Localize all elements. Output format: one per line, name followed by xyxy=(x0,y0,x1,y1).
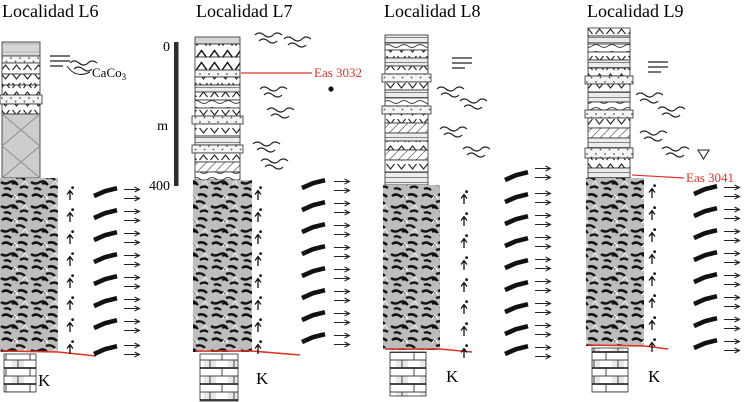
scale-top-label: 0 xyxy=(163,40,170,55)
planar-lamination-icon xyxy=(49,55,71,67)
scale-bar: 0 m 400 xyxy=(149,40,179,194)
upper-beds-l7 xyxy=(191,36,244,181)
column-l8: K xyxy=(381,34,552,397)
caco3-pointer xyxy=(66,65,91,75)
locality-title-l6: Localidad L6 xyxy=(2,1,98,21)
k-label-l9: K xyxy=(648,367,661,386)
scale-bottom-label: 400 xyxy=(149,179,170,194)
plant-fossil-symbols-l8 xyxy=(460,189,469,359)
contact-line-l8 xyxy=(385,348,473,353)
contact-line-l6 xyxy=(1,350,97,357)
paleocurrent-arrows-l8 xyxy=(534,165,552,360)
ripple-symbols-l9 xyxy=(635,61,710,161)
k-label-l8: K xyxy=(446,367,459,386)
wood-fragment-symbols-l8 xyxy=(505,172,528,354)
caco3-label: CaCo3 xyxy=(92,65,127,82)
sample-label-l7: Eas 3032 xyxy=(314,65,362,80)
paleocurrent-arrows-l6 xyxy=(123,186,141,358)
planar-lamination-icon xyxy=(647,61,669,73)
scale-unit-label: m xyxy=(157,119,168,134)
wood-fragment-symbols-l7 xyxy=(302,180,325,342)
contact-line-l7 xyxy=(195,350,301,356)
planar-lamination-icon xyxy=(451,57,473,69)
column-l6: K CaCo3 xyxy=(0,41,141,393)
covered-interval-cross xyxy=(1,113,41,179)
caco3-annotation: CaCo3 xyxy=(49,55,127,82)
wood-fragment-symbols-l9 xyxy=(694,186,717,348)
ripple-symbols-l8 xyxy=(436,57,491,158)
k-label-l7: K xyxy=(256,369,269,388)
sample-annotation-l9: Eas 3041 xyxy=(631,170,734,185)
paleocurrent-arrows-l9 xyxy=(723,184,741,354)
contact-line-l9 xyxy=(587,344,669,350)
column-l9: K Eas 3041 xyxy=(584,27,741,393)
limestone-l8 xyxy=(389,351,427,397)
k-label-l6: K xyxy=(38,371,51,390)
plant-fossil-symbols-l9 xyxy=(648,183,657,353)
sample-annotation-l7: Eas 3032 xyxy=(241,65,362,92)
ripple-symbols-l7 xyxy=(252,32,312,170)
open-triangle-icon xyxy=(697,149,710,161)
upper-beds-l8 xyxy=(381,34,432,186)
scale-bar-line xyxy=(174,42,179,186)
organic-shale-l9 xyxy=(586,178,644,346)
locality-title-l7: Localidad L7 xyxy=(196,1,292,21)
organic-shale-l7 xyxy=(193,180,252,352)
limestone-l9 xyxy=(591,347,629,393)
organic-shale-l8 xyxy=(383,185,440,350)
limestone-l6 xyxy=(3,353,37,393)
sample-leader-l9 xyxy=(631,174,685,179)
limestone-l7 xyxy=(199,353,239,402)
paleocurrent-arrows-l7 xyxy=(333,178,351,348)
upper-beds-l9 xyxy=(584,27,634,179)
locality-title-l8: Localidad L8 xyxy=(384,1,480,21)
column-l7: K Eas 3032 xyxy=(191,32,362,402)
plant-fossil-symbols-l7 xyxy=(254,185,263,355)
plant-fossil-symbols-l6 xyxy=(66,185,75,355)
organic-shale-l6 xyxy=(0,178,58,352)
locality-title-l9: Localidad L9 xyxy=(587,1,683,21)
wood-fragment-symbols-l6 xyxy=(94,188,117,354)
upper-beds-l6 xyxy=(0,41,43,179)
sample-label-l9: Eas 3041 xyxy=(686,170,734,185)
sample-dot-icon xyxy=(328,86,334,92)
